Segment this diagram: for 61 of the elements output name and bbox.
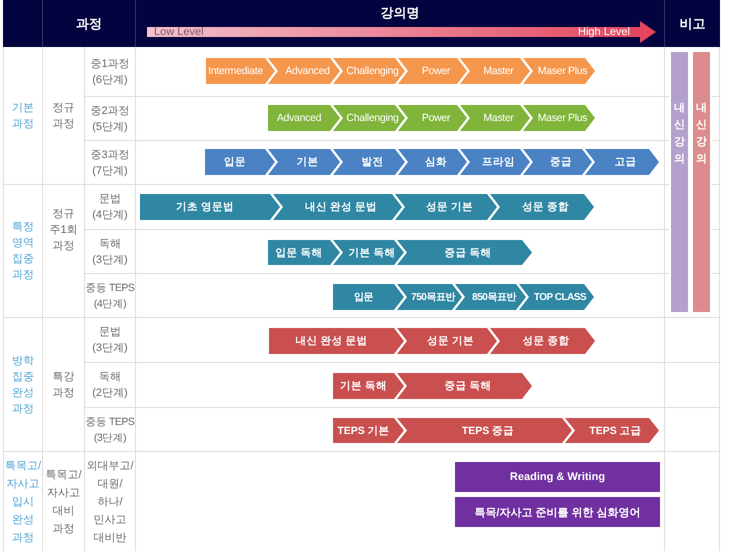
vertical-band: 내신강의 xyxy=(671,52,688,312)
chevron-step: 내신 완성 문법 xyxy=(269,328,404,354)
chevron-step: Master xyxy=(460,105,530,131)
table-cell: 중3과정 (7단계) xyxy=(85,141,136,185)
chevron-step: TEPS 고급 xyxy=(565,418,659,443)
table-cell: 특목고/ 자사고 입시 완성 과정 xyxy=(3,452,43,551)
chevron-step: 성문 종합 xyxy=(490,194,594,220)
chevron-step: 심화 xyxy=(398,149,467,175)
table-cell: 독해 (2단계) xyxy=(85,363,136,408)
table-cell: 특강 과정 xyxy=(43,318,85,452)
chevron-step: 프라임 xyxy=(460,149,530,175)
table-cell: 정규 과정 xyxy=(43,47,85,185)
chevron-step: Maser Plus xyxy=(523,58,595,84)
chevron-step: Challenging xyxy=(333,105,405,131)
chevron-step: Advanced xyxy=(268,58,340,84)
table-cell: 중등 TEPS (4단계) xyxy=(85,274,136,318)
chevron-step: 내신 완성 문법 xyxy=(273,194,402,220)
chevron-step: Master xyxy=(460,58,530,84)
header-cell: 비고 xyxy=(665,0,720,47)
table-cell: 중1과정 (6단계) xyxy=(85,47,136,97)
chevron-step: 발전 xyxy=(333,149,405,175)
chevron-step: Intermediate xyxy=(206,58,275,84)
course-box: Reading & Writing xyxy=(455,462,660,492)
chevron-step: 고급 xyxy=(585,149,659,175)
chevron-step: 입문 xyxy=(205,149,275,175)
chevron-step: TEPS 기본 xyxy=(333,418,404,443)
header-cell: 과정 xyxy=(43,0,136,47)
chevron-step: 기본 xyxy=(268,149,340,175)
vertical-band: 내신강의 xyxy=(693,52,710,312)
level-arrow: Low Level High Level xyxy=(147,21,656,43)
table-cell: 문법 (4단계) xyxy=(85,185,136,230)
chevron-step: 성문 기본 xyxy=(397,328,497,354)
chevron-step: 850목표반 xyxy=(455,284,526,310)
chevron-step: Power xyxy=(398,105,467,131)
table-cell: 정규 주1회 과정 xyxy=(43,185,85,318)
table-cell: 특정 영역 집중 과정 xyxy=(3,185,43,318)
chevron-step: Advanced xyxy=(268,105,340,131)
chevron-step: 입문 xyxy=(333,284,404,310)
chevron-step: 성문 종합 xyxy=(490,328,595,354)
chevron-step: 중급 독해 xyxy=(397,373,532,399)
table-cell: 방학 집중 완성 과정 xyxy=(3,318,43,452)
chevron-step: 기본 독해 xyxy=(333,373,404,399)
table-cell: 특목고/ 자사고 대비 과정 xyxy=(43,452,85,551)
table-cell: 중등 TEPS (3단계) xyxy=(85,408,136,452)
chevron-step: TOP CLASS xyxy=(519,284,594,310)
chevron-step: 중급 xyxy=(523,149,592,175)
table-cell: 외대부고/ 대원/ 하나/ 민사고 대비반 xyxy=(85,452,136,551)
chevron-step: 기본 독해 xyxy=(333,240,404,265)
chevron-step: 기초 영문법 xyxy=(140,194,280,220)
chevron-step: 750목표반 xyxy=(397,284,462,310)
table-cell: 중2과정 (5단계) xyxy=(85,97,136,141)
chevron-step: Power xyxy=(398,58,467,84)
chevron-step: 입문 독해 xyxy=(268,240,340,265)
table-cell: 문법 (3단계) xyxy=(85,318,136,363)
chevron-step: 중급 독해 xyxy=(397,240,532,265)
chevron-step: 성문 기본 xyxy=(395,194,497,220)
chevron-step: Maser Plus xyxy=(523,105,595,131)
chevron-step: Challenging xyxy=(333,58,405,84)
course-box: 특목/자사고 준비를 위한 심화영어 xyxy=(455,497,660,527)
table-cell: 독해 (3단계) xyxy=(85,230,136,274)
table-cell: 기본 과정 xyxy=(3,47,43,185)
